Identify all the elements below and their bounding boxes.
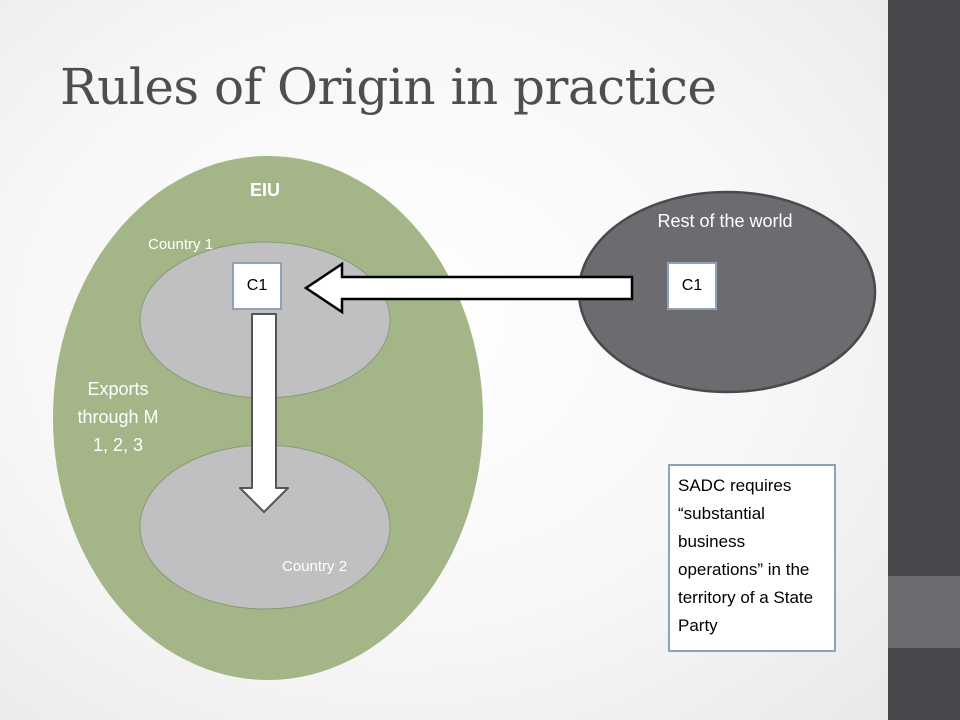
side-bar-lower — [888, 648, 960, 720]
side-bar-upper — [888, 0, 960, 576]
side-decoration-bar — [888, 0, 960, 720]
country1-label: Country 1 — [148, 236, 214, 253]
rest-of-world-label: Rest of the world — [657, 211, 793, 231]
country2-label: Country 2 — [282, 558, 348, 575]
page-title: Rules of Origin in practice — [60, 58, 717, 116]
c1-box-country1: C1 — [232, 262, 282, 310]
down-arrow — [239, 313, 289, 513]
exports-label: Exports through M 1, 2, 3 — [77, 379, 159, 455]
sadc-note-box: SADC requires “substantial business oper… — [668, 464, 836, 652]
eiu-label: EIU — [249, 180, 280, 200]
c1-box-rest-of-world: C1 — [667, 262, 717, 310]
left-arrow — [303, 261, 634, 315]
side-bar-middle — [888, 576, 960, 648]
